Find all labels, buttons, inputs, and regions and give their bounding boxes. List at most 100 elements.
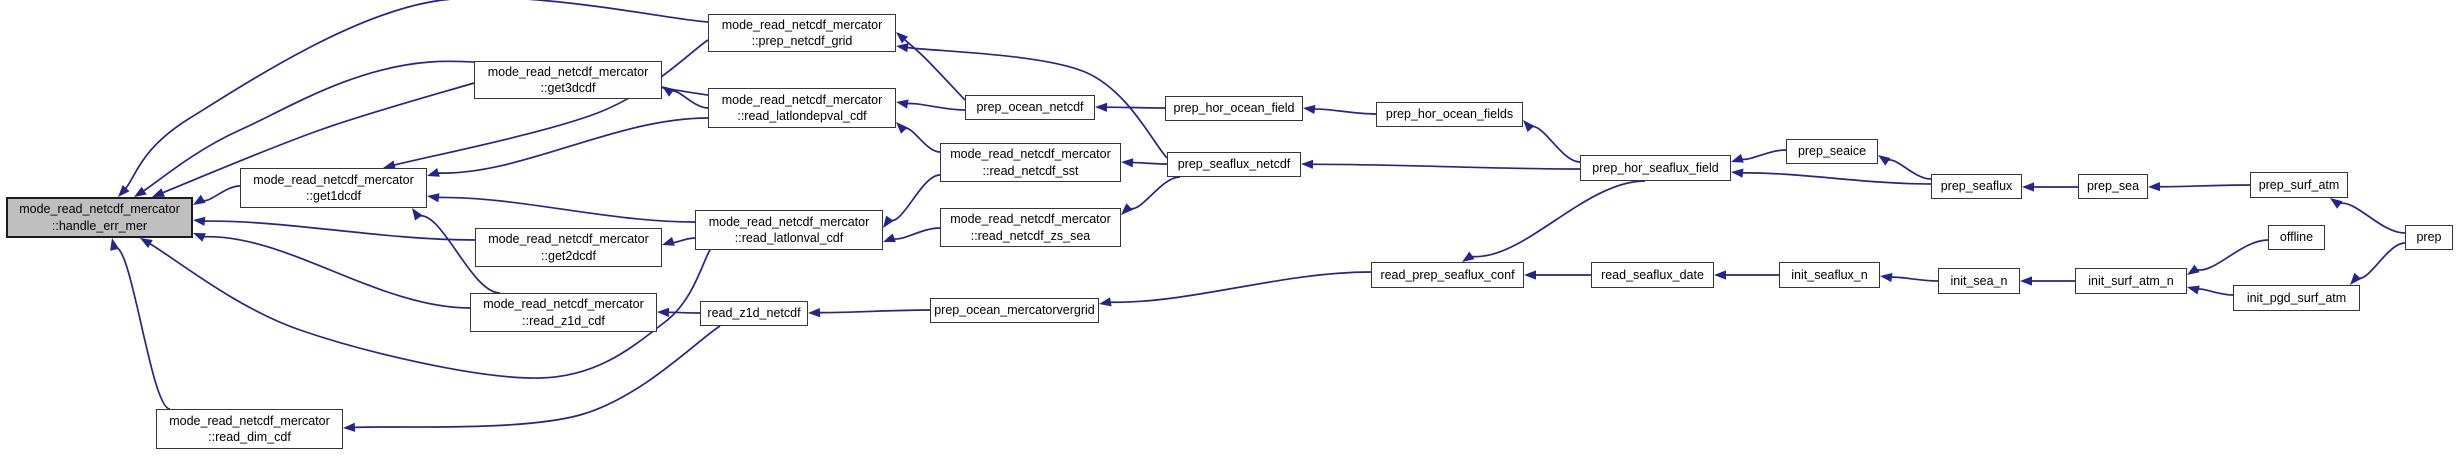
call-edge-prep_ocean_netcdf-to-prep_netcdf_grid <box>902 38 966 101</box>
call-edge-prep_seaflux_netcdf-to-prep_netcdf_grid <box>905 46 1168 159</box>
graph-node-label: ::get2dcdf <box>541 248 596 263</box>
arrowhead-icon <box>1524 270 1536 280</box>
graph-node-init_seaflux_n[interactable]: init_seaflux_n <box>1779 262 1880 288</box>
arrowhead-icon <box>193 194 206 205</box>
arrowhead-icon <box>2022 182 2034 192</box>
arrowhead-icon <box>2187 264 2200 275</box>
graph-node-label: mode_read_netcdf_mercator <box>19 202 180 217</box>
graph-node-get2dcdf[interactable]: mode_read_netcdf_mercator::get2dcdf <box>475 228 662 267</box>
graph-node-read_z1d_netcdf[interactable]: read_z1d_netcdf <box>700 301 808 326</box>
call-edge-read_latlonval_cdf-to-get2dcdf <box>670 237 696 244</box>
graph-node-prep_hor_seaflux_field[interactable]: prep_hor_seaflux_field <box>1580 155 1731 181</box>
arrowhead-icon <box>808 308 821 318</box>
arrowhead-icon <box>383 160 396 170</box>
graph-node-label: mode_read_netcdf_mercator <box>708 214 870 229</box>
graph-node-label: ::read_netcdf_sst <box>982 163 1079 178</box>
call-edge-prep_hor_seaflux_field-to-prep_hor_ocean_fields <box>1529 125 1581 163</box>
graph-node-label: read_seaflux_date <box>1601 267 1704 282</box>
call-edge-prep_seaflux-to-prep_seaice <box>1885 159 1932 180</box>
arrowhead-icon <box>662 86 675 97</box>
call-edge-prep_ocean_mercatorvergrid-to-read_z1d_netcdf <box>817 309 931 314</box>
graph-node-read_dim_cdf[interactable]: mode_read_netcdf_mercator::read_dim_cdf <box>156 409 343 449</box>
graph-node-read_z1d_cdf[interactable]: mode_read_netcdf_mercator::read_z1d_cdf <box>470 293 657 332</box>
call-edge-read_dim_cdf-to-handle_err_mer <box>113 246 171 410</box>
graph-node-handle_err_mer[interactable]: mode_read_netcdf_mercator::handle_err_me… <box>6 197 193 238</box>
graph-node-label: mode_read_netcdf_mercator <box>721 92 883 107</box>
graph-node-init_sea_n[interactable]: init_sea_n <box>1938 268 2020 294</box>
graph-node-init_pgd_surf_atm[interactable]: init_pgd_surf_atm <box>2233 285 2360 311</box>
arrowhead-icon <box>1099 297 1112 307</box>
call-edge-prep-to-prep_surf_atm <box>2337 202 2406 234</box>
arrowhead-icon <box>343 422 356 432</box>
graph-node-read_prep_seaflux_conf[interactable]: read_prep_seaflux_conf <box>1371 262 1524 288</box>
arrowhead-icon <box>896 43 909 53</box>
graph-node-prep_surf_atm[interactable]: prep_surf_atm <box>2250 172 2348 198</box>
graph-node-label: prep_hor_ocean_fields <box>1385 107 1514 122</box>
graph-node-prep_seaflux[interactable]: prep_seaflux <box>1931 174 2022 199</box>
call-edge-prep_hor_ocean_field-to-prep_ocean_netcdf <box>1104 106 1166 109</box>
call-edge-init_sea_n-to-init_seaflux_n <box>1889 276 1939 282</box>
arrowhead-icon <box>152 188 165 197</box>
graph-node-init_surf_atm_n[interactable]: init_surf_atm_n <box>2075 268 2187 294</box>
call-edge-init_pgd_surf_atm-to-init_surf_atm_n <box>2196 288 2234 296</box>
arrowhead-icon <box>110 238 120 251</box>
graph-node-label: prep_seaflux <box>1940 179 2013 194</box>
call-edge-prep-to-init_pgd_surf_atm <box>2356 242 2406 280</box>
graph-node-read_netcdf_sst[interactable]: mode_read_netcdf_mercator::read_netcdf_s… <box>940 143 1121 182</box>
call-edge-prep_seaice-to-prep_hor_seaflux_field <box>1740 149 1787 161</box>
arrowhead-icon <box>657 307 670 317</box>
graph-node-read_latlonval_cdf[interactable]: mode_read_netcdf_mercator::read_latlonva… <box>695 210 883 250</box>
arrowhead-icon <box>193 216 206 226</box>
call-edge-read_z1d_cdf-to-handle_err_mer <box>202 235 471 309</box>
call-edge-prep_seaflux_netcdf-to-read_netcdf_sst <box>1130 161 1168 165</box>
arrowhead-icon <box>1880 273 1893 283</box>
call-edge-read_prep_seaflux_conf-to-prep_ocean_mercatorvergrid <box>1108 271 1372 304</box>
graph-node-prep_seaice[interactable]: prep_seaice <box>1786 139 1878 164</box>
graph-node-label: mode_read_netcdf_mercator <box>253 172 414 187</box>
graph-node-offline[interactable]: offline <box>2268 225 2325 250</box>
graph-node-label: mode_read_netcdf_mercator <box>721 17 883 32</box>
arrowhead-icon <box>662 236 675 246</box>
graph-node-label: ::get3dcdf <box>540 81 596 95</box>
graph-node-prep_seaflux_netcdf[interactable]: prep_seaflux_netcdf <box>1167 152 1301 177</box>
graph-node-label: init_pgd_surf_atm <box>2246 290 2347 305</box>
graph-node-get3dcdf[interactable]: mode_read_netcdf_mercator::get3dcdf <box>474 61 662 99</box>
graph-node-label: read_z1d_netcdf <box>707 306 801 321</box>
arrowhead-icon <box>1731 153 1744 163</box>
graph-node-prep_ocean_netcdf[interactable]: prep_ocean_netcdf <box>965 95 1095 120</box>
arrowhead-icon <box>896 32 908 44</box>
graph-node-prep[interactable]: prep <box>2405 225 2453 250</box>
graph-node-label: ::read_latlondepval_cdf <box>737 109 867 123</box>
graph-node-label: mode_read_netcdf_mercator <box>483 297 644 312</box>
call-edge-prep_surf_atm-to-prep_sea <box>2157 184 2251 188</box>
arrowhead-icon <box>140 238 153 248</box>
call-edge-prep_hor_ocean_fields-to-prep_hor_ocean_field <box>1312 108 1377 115</box>
graph-node-label: offline <box>2279 230 2314 245</box>
graph-node-label: prep <box>2416 230 2442 245</box>
call-edge-read_z1d_cdf-to-get1dcdf <box>417 215 501 294</box>
arrowhead-icon <box>427 168 440 177</box>
arrowhead-icon <box>1462 251 1475 262</box>
call-edge-read_netcdf_zs_sea-to-read_latlonval_cdf <box>892 227 941 240</box>
graph-node-get1dcdf[interactable]: mode_read_netcdf_mercator::get1dcdf <box>240 168 427 208</box>
arrowhead-icon <box>2148 182 2161 192</box>
arrowhead-icon <box>412 208 423 221</box>
graph-node-prep_ocean_mercatorvergrid[interactable]: prep_ocean_mercatorvergrid <box>930 298 1099 323</box>
call-edge-prep_netcdf_grid-to-get1dcdf <box>392 39 709 167</box>
call-edge-prep_hor_seaflux_field-to-read_prep_seaflux_conf <box>1470 180 1646 258</box>
graph-node-label: mode_read_netcdf_mercator <box>488 232 649 247</box>
arrowhead-icon <box>1878 155 1891 166</box>
graph-node-prep_hor_ocean_fields[interactable]: prep_hor_ocean_fields <box>1376 102 1523 127</box>
graph-node-prep_hor_ocean_field[interactable]: prep_hor_ocean_field <box>1165 96 1303 121</box>
call-edge-read_netcdf_sst-to-read_latlondepval_cdf <box>902 127 941 153</box>
graph-node-label: ::get1dcdf <box>306 189 361 203</box>
graph-node-read_netcdf_zs_sea[interactable]: mode_read_netcdf_mercator::read_netcdf_z… <box>940 208 1121 247</box>
graph-node-label: init_sea_n <box>1950 273 2008 288</box>
call-edge-read_latlondepval_cdf-to-get1dcdf <box>436 117 709 174</box>
graph-node-prep_sea[interactable]: prep_sea <box>2078 174 2148 199</box>
graph-node-prep_netcdf_grid[interactable]: mode_read_netcdf_mercator::prep_netcdf_g… <box>708 14 896 52</box>
graph-node-label: mode_read_netcdf_mercator <box>487 64 649 79</box>
graph-node-read_seaflux_date[interactable]: read_seaflux_date <box>1591 262 1714 288</box>
graph-node-read_latlondepval_cdf[interactable]: mode_read_netcdf_mercator::read_latlonde… <box>708 88 896 128</box>
